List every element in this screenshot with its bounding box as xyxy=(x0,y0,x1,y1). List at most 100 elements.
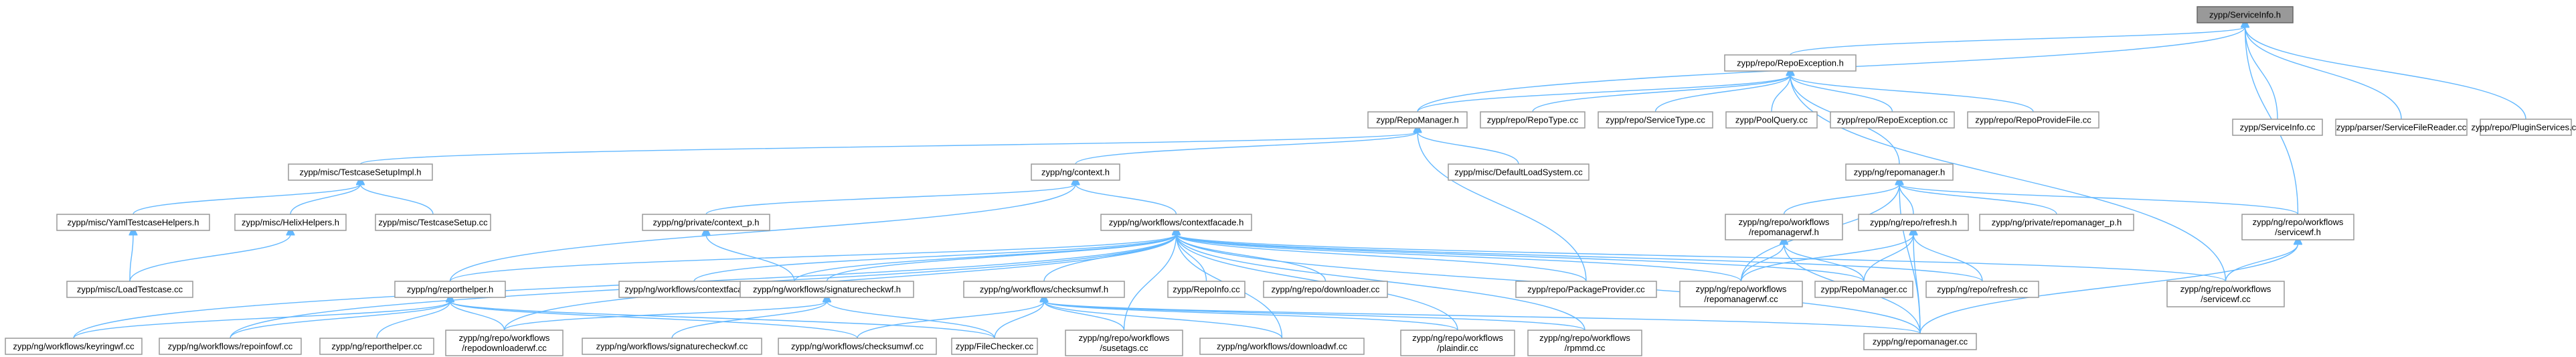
node-repoinfo-cc[interactable]: zypp/RepoInfo.cc xyxy=(1167,281,1246,298)
edge-checksumwf_cc-to-checksumwf_h xyxy=(857,301,1044,339)
node-servicewf-cc[interactable]: zypp/ng/repo/workflows/servicewf.cc xyxy=(2166,281,2285,307)
node-servicewf-h[interactable]: zypp/ng/repo/workflows/servicewf.h xyxy=(2241,214,2354,240)
node-repoexception-cc[interactable]: zypp/repo/RepoException.cc xyxy=(1830,111,1955,129)
node-ng-repomanager-h[interactable]: zypp/ng/repomanager.h xyxy=(1845,163,1954,181)
node-reporthelper-h[interactable]: zypp/ng/reporthelper.h xyxy=(394,281,506,298)
node-repotype-cc[interactable]: zypp/repo/RepoType.cc xyxy=(1480,111,1585,129)
node-signaturecheckwf-cc[interactable]: zypp/ng/workflows/signaturecheckwf.cc xyxy=(582,338,762,355)
edge-susetags_cc-to-contextfacade_h xyxy=(1123,234,1177,331)
node-ng-context-h[interactable]: zypp/ng/context.h xyxy=(1031,163,1120,181)
node-label: /repodownloaderwf.cc xyxy=(462,343,547,353)
node-keyringwf-cc[interactable]: zypp/ng/workflows/keyringwf.cc xyxy=(5,338,143,355)
node-box xyxy=(778,338,937,355)
node-poolquery-cc[interactable]: zypp/PoolQuery.cc xyxy=(1725,111,1818,129)
node-repo-downloader-cc[interactable]: zypp/ng/repo/downloader.cc xyxy=(1263,281,1388,298)
edge-reporthelper_h-to-ng_context_h xyxy=(449,184,1076,282)
node-yamltestcasehelpers-h[interactable]: zypp/misc/YamlTestcaseHelpers.h xyxy=(56,214,210,231)
node-box xyxy=(2232,119,2323,136)
node-box xyxy=(1100,214,1252,231)
node-rpmmd-cc[interactable]: zypp/ng/repo/workflows/rpmmd.cc xyxy=(1527,330,1642,356)
node-box xyxy=(1031,163,1120,181)
node-label: zypp/misc/YamlTestcaseHelpers.h xyxy=(68,218,199,228)
node-label: zypp/ng/repo/workflows xyxy=(1539,333,1630,343)
edge-signaturecheckwf_h-to-contextfacade_h xyxy=(826,234,1177,282)
node-susetags-cc[interactable]: zypp/ng/repo/workflows/susetags.cc xyxy=(1065,330,1183,356)
edge-helixhelpers_h-to-testcasesetupimpl_h xyxy=(290,184,361,215)
node-repodownloaderwf-cc[interactable]: zypp/ng/repo/workflows/repodownloaderwf.… xyxy=(445,330,564,356)
node-repomanager-cc[interactable]: zypp/RepoManager.cc xyxy=(1814,281,1913,298)
node-plaindir-cc[interactable]: zypp/ng/repo/workflows/plaindir.cc xyxy=(1400,330,1515,356)
edge-contextfacade_h-to-ng_context_h xyxy=(1076,184,1177,215)
node-helixhelpers-h[interactable]: zypp/misc/HelixHelpers.h xyxy=(234,214,347,231)
node-repoprovidefile-cc[interactable]: zypp/repo/RepoProvideFile.cc xyxy=(1967,111,2099,129)
node-box xyxy=(2166,281,2285,307)
edge-ng_context_cc-to-private_context_p_h xyxy=(706,234,795,282)
node-box xyxy=(1527,330,1642,356)
node-repoinfowf-cc[interactable]: zypp/ng/workflows/repoinfowf.cc xyxy=(159,338,302,355)
node-box xyxy=(1858,214,1969,231)
node-repomanager-h[interactable]: zypp/RepoManager.h xyxy=(1367,111,1468,129)
node-servicefilereader-cc[interactable]: zypp/parser/ServiceFileReader.cc xyxy=(2335,119,2468,136)
node-ng-repomanager-cc[interactable]: zypp/ng/repomanager.cc xyxy=(1863,333,1977,350)
node-packageprovider-cc[interactable]: zypp/repo/PackageProvider.cc xyxy=(1515,281,1657,298)
edge-defaultloadsystem_cc-to-repomanager_h xyxy=(1418,132,1519,165)
edge-reporthelper_h-to-contextfacade_h xyxy=(449,234,1177,282)
node-label: zypp/ng/repomanager.cc xyxy=(1873,337,1968,347)
edge-ng_repomanager_cc-to-checksumwf_h xyxy=(1044,301,1921,334)
edge-ng_repomanager_cc-to-ng_repomanager_h xyxy=(1899,184,1921,334)
edge-ng_context_h-to-repomanager_h xyxy=(1075,132,1418,165)
edge-repomanager_p_h-to-ng_repomanager_h xyxy=(1899,184,2057,215)
node-signaturecheckwf-h[interactable]: zypp/ng/workflows/signaturecheckwf.h xyxy=(740,281,914,298)
node-ng-refresh-h[interactable]: zypp/ng/repo/refresh.h xyxy=(1858,214,1969,231)
node-serviceinfo-h[interactable]: zypp/ServiceInfo.h xyxy=(2197,6,2294,23)
node-box xyxy=(2197,6,2294,23)
node-label: zypp/repo/ServiceType.cc xyxy=(1606,115,1705,125)
node-testcasesetup-cc[interactable]: zypp/misc/TestcaseSetup.cc xyxy=(375,214,491,231)
edge-reporthelper_cc-to-reporthelper_h xyxy=(376,301,450,339)
node-testcasesetupimpl-h[interactable]: zypp/misc/TestcaseSetupImpl.h xyxy=(288,163,433,181)
node-label: zypp/ng/repo/refresh.h xyxy=(1870,218,1957,228)
node-repomanagerwf-h[interactable]: zypp/ng/repo/workflows/repomanagerwf.h xyxy=(1725,214,1843,240)
node-label: zypp/ServiceInfo.cc xyxy=(2240,123,2316,133)
node-box xyxy=(740,281,914,298)
node-box xyxy=(159,338,302,355)
node-label: zypp/FileChecker.cc xyxy=(956,342,1034,352)
node-label: zypp/ng/workflows/signaturecheckwf.cc xyxy=(596,342,748,352)
node-reporthelper-cc[interactable]: zypp/ng/reporthelper.cc xyxy=(319,338,434,355)
node-checksumwf-h[interactable]: zypp/ng/workflows/checksumwf.h xyxy=(963,281,1125,298)
node-loadtestcase-cc[interactable]: zypp/misc/LoadTestcase.cc xyxy=(66,281,193,298)
node-pluginservices-cc[interactable]: zypp/repo/PluginServices.cc xyxy=(2471,119,2576,136)
node-servicetype-cc[interactable]: zypp/repo/ServiceType.cc xyxy=(1598,111,1713,129)
node-label: zypp/ng/repo/workflows xyxy=(1412,333,1503,343)
node-ng-refresh-cc[interactable]: zypp/ng/repo/refresh.cc xyxy=(1925,281,2039,298)
node-box xyxy=(1863,333,1977,350)
node-serviceinfo-cc[interactable]: zypp/ServiceInfo.cc xyxy=(2232,119,2323,136)
node-filechecker-cc[interactable]: zypp/FileChecker.cc xyxy=(951,338,1038,355)
node-box xyxy=(394,281,506,298)
node-checksumwf-cc[interactable]: zypp/ng/workflows/checksumwf.cc xyxy=(778,338,937,355)
node-box xyxy=(582,338,762,355)
node-box xyxy=(1725,214,1843,240)
node-label: zypp/ng/private/repomanager_p.h xyxy=(1992,218,2122,228)
node-repomanager-p-h[interactable]: zypp/ng/private/repomanager_p.h xyxy=(1979,214,2134,231)
edge-servicewf_h-to-ng_repomanager_h xyxy=(1899,184,2299,215)
node-repoexception-h[interactable]: zypp/repo/RepoException.h xyxy=(1724,54,1857,72)
node-label: zypp/ng/workflows/keyringwf.cc xyxy=(13,342,135,352)
node-box xyxy=(1845,163,1954,181)
edge-repodownloaderwf_cc-to-reporthelper_h xyxy=(450,301,505,331)
edge-repomanagerwf_cc-to-repomanagerwf_h xyxy=(1740,244,1784,282)
edge-repomanager_cc-to-ng_refresh_h xyxy=(1863,234,1913,282)
edge-repomanager_cc-to-repomanagerwf_h xyxy=(1784,244,1865,282)
node-private-context-p-h[interactable]: zypp/ng/private/context_p.h xyxy=(642,214,770,231)
node-label: zypp/repo/RepoProvideFile.cc xyxy=(1975,115,2091,125)
node-label: zypp/ng/workflows/repoinfowf.cc xyxy=(168,342,293,352)
node-box xyxy=(1167,281,1246,298)
node-repomanagerwf-cc[interactable]: zypp/ng/repo/workflows/repomanagerwf.cc xyxy=(1679,281,1803,307)
node-box xyxy=(1400,330,1515,356)
nodes-layer: zypp/ServiceInfo.h zypp/repo/RepoExceptio… xyxy=(5,6,2576,356)
node-contextfacade-h[interactable]: zypp/ng/workflows/contextfacade.h xyxy=(1100,214,1252,231)
node-box xyxy=(319,338,434,355)
node-box xyxy=(951,338,1038,355)
node-downloadwf-cc[interactable]: zypp/ng/workflows/downloadwf.cc xyxy=(1199,338,1365,355)
node-defaultloadsystem-cc[interactable]: zypp/misc/DefaultLoadSystem.cc xyxy=(1448,163,1590,181)
